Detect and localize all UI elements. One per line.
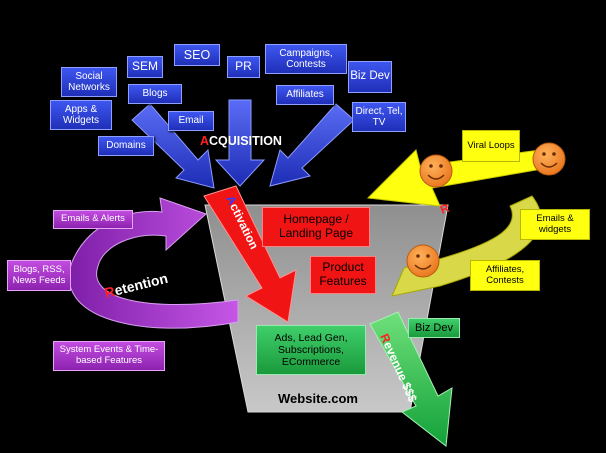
acquisition-channel-seo: SEO bbox=[174, 44, 220, 66]
acquisition-arrow-right bbox=[269, 103, 355, 187]
revenue-arrow bbox=[369, 311, 453, 447]
acquisition-arrow-left bbox=[131, 103, 215, 189]
acquisition-arrow-center bbox=[214, 99, 266, 187]
acquisition-channel-domains: Domains bbox=[98, 136, 154, 156]
acquisition-channel-social: Social Networks bbox=[61, 67, 117, 97]
acquisition-channel-campaigns: Campaigns, Contests bbox=[265, 44, 347, 74]
smiley-icon bbox=[532, 142, 566, 176]
acquisition-channel-direct: Direct, Tel, TV bbox=[352, 102, 406, 132]
acquisition-channel-blogs: Blogs bbox=[128, 84, 182, 104]
referral-title: REFERRAL bbox=[438, 181, 504, 217]
acquisition-channel-sem: SEM bbox=[127, 56, 163, 78]
acquisition-channel-pr: PR bbox=[227, 56, 260, 78]
website-label: Website.com bbox=[278, 391, 358, 406]
retention-title: Retention bbox=[103, 270, 170, 301]
retention-loop-arrow bbox=[68, 197, 239, 329]
funnel-homepage: Homepage / Landing Page bbox=[262, 207, 370, 247]
funnel-bizdev: Biz Dev bbox=[408, 318, 460, 338]
retention-item-emails: Emails & Alerts bbox=[53, 210, 133, 229]
retention-item-system: System Events & Time-based Features bbox=[53, 341, 165, 371]
funnel-ads-leadgen: Ads, Lead Gen, Subscriptions, ECommerce bbox=[256, 325, 366, 375]
retention-item-blogs: Blogs, RSS, News Feeds bbox=[7, 260, 71, 291]
acquisition-channel-apps: Apps & Widgets bbox=[50, 100, 112, 130]
referral-item-emails: Emails & widgets bbox=[520, 209, 590, 240]
acquisition-channel-email: Email bbox=[168, 111, 214, 131]
smiley-icon bbox=[419, 154, 453, 188]
acquisition-channel-bizdev: Biz Dev bbox=[348, 61, 392, 93]
acquisition-title: ACQUISITION bbox=[200, 134, 282, 148]
smiley-icon bbox=[406, 244, 440, 278]
activation-arrow bbox=[203, 185, 297, 323]
funnel-product-features: Product Features bbox=[310, 256, 376, 294]
referral-item-affiliates: Affiliates, Contests bbox=[470, 260, 540, 291]
referral-item-viral: Viral Loops bbox=[462, 130, 520, 162]
acquisition-channel-affiliates: Affiliates bbox=[276, 85, 334, 105]
